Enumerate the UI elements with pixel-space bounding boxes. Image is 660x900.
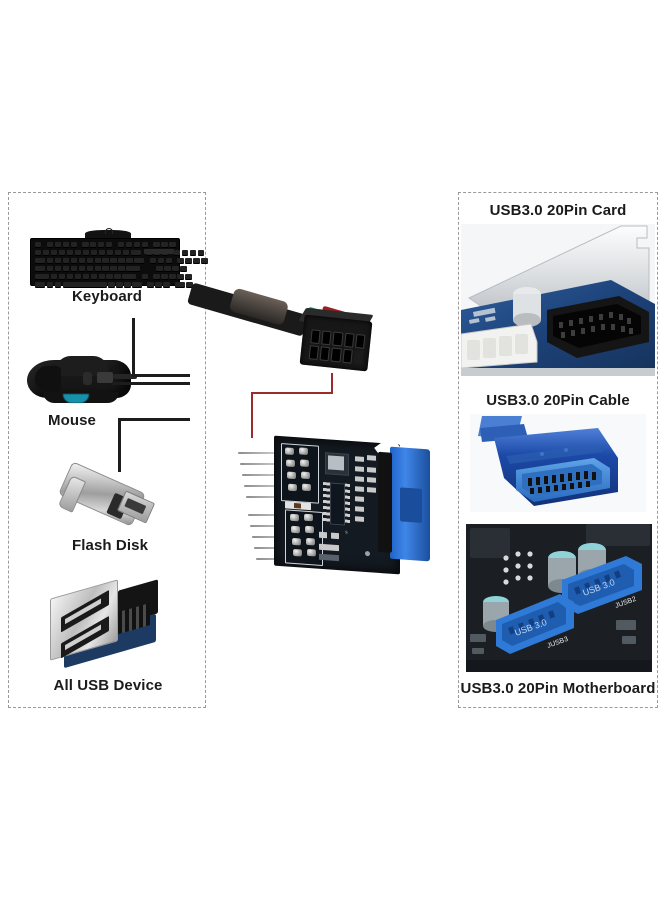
cable-to-board-line-horizontal: [251, 392, 333, 394]
usb2-9pin-cable-connector: [186, 276, 380, 380]
all-usb-device-label: All USB Device: [53, 677, 163, 694]
pcie-usb3-card-photo: [461, 224, 655, 376]
mouse-image: [27, 356, 139, 406]
mouse-hump: [55, 356, 109, 376]
usb3-motherboard-label: USB3.0 20Pin Motherboard: [460, 680, 656, 697]
cable-to-board-line-vertical: [251, 392, 253, 438]
flashdisk-to-hub-line-horizontal: [118, 418, 190, 421]
mouse-to-hub-line-horizontal: [112, 382, 190, 385]
usb3-connection-panel: [458, 192, 658, 708]
input-devices-panel: [8, 192, 206, 708]
blue-20pin-header: [390, 446, 430, 562]
keyboard-image: [30, 228, 208, 287]
keyboard-body: [30, 238, 208, 287]
keyboard-top-curve: [85, 228, 131, 239]
mouse-scroll-wheel: [83, 372, 92, 385]
keyboard-to-hub-line-horizontal: [132, 374, 190, 377]
keyboard-label: Keyboard: [72, 288, 142, 305]
keyboard-to-hub-line-vertical: [132, 318, 135, 377]
blue-20pin-cable-photo: [470, 414, 646, 512]
connector-pin-holes: [308, 329, 366, 365]
usb3-cable-label: USB3.0 20Pin Cable: [486, 392, 630, 409]
mouse-cable-stub: [113, 374, 137, 379]
usb3-20pin-to-usb2-hub-board: S: [238, 432, 438, 584]
keyboard-indicator-strip: [144, 249, 174, 254]
usb-flash-drive-image: [57, 461, 162, 530]
cable-to-board-line-drop: [331, 373, 333, 394]
motherboard-header-photo: USB 3.0 JUSB2 USB 3.0 JUSB3: [466, 524, 652, 672]
usb-adapter-image: [46, 579, 174, 669]
usb3-card-label: USB3.0 20Pin Card: [489, 202, 627, 219]
mouse-led-glow: [63, 394, 89, 403]
flashdisk-to-hub-line-vertical: [118, 418, 121, 472]
mouse-label: Mouse: [47, 412, 96, 429]
flash-disk-label: Flash Disk: [71, 537, 149, 554]
mouse-dpi-button: [97, 372, 113, 383]
mouse-side-button: [35, 366, 61, 392]
